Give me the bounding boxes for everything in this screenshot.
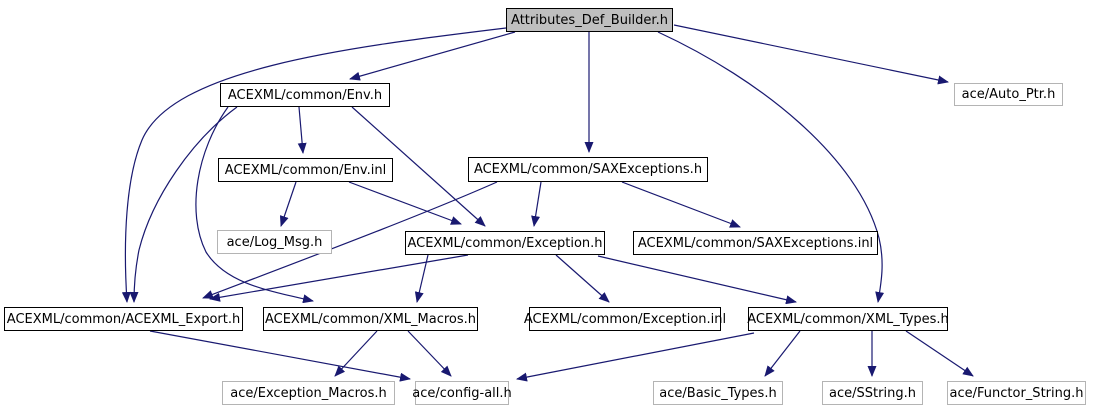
edge-saxexceptions-h-to-exception-h bbox=[531, 181, 542, 227]
node-exception-inl[interactable]: ACEXML/common/Exception.inl bbox=[524, 307, 726, 331]
edge-env-inl-to-exception-h bbox=[348, 181, 462, 225]
node-log-msg-h: ace/Log_Msg.h bbox=[217, 230, 332, 254]
edge-attributes-def-builder-h-to-auto-ptr-h bbox=[673, 24, 949, 85]
node-exception-h[interactable]: ACEXML/common/Exception.h bbox=[405, 231, 605, 255]
edge-env-inl-to-log-msg-h bbox=[279, 181, 297, 227]
edge-env-h-to-exception-h bbox=[351, 106, 486, 227]
edge-saxexceptions-h-to-acexml-export-h bbox=[202, 181, 498, 299]
edge-attributes-def-builder-h-to-env-h bbox=[349, 31, 516, 81]
node-basic-types-h: ace/Basic_Types.h bbox=[653, 381, 783, 405]
edge-exception-h-to-xml-macros-h bbox=[414, 254, 429, 303]
node-saxexceptions-h[interactable]: ACEXML/common/SAXExceptions.h bbox=[468, 157, 708, 182]
edge-attributes-def-builder-h-to-xml-types-h bbox=[657, 31, 885, 303]
edge-xml-macros-h-to-config-all-h bbox=[407, 330, 452, 377]
node-sstring-h: ace/SString.h bbox=[822, 381, 923, 405]
edge-xml-types-h-to-basic-types-h bbox=[764, 330, 801, 377]
edge-env-h-to-env-inl bbox=[297, 106, 307, 154]
node-exception-macros-h: ace/Exception_Macros.h bbox=[222, 381, 395, 405]
edge-xml-types-h-to-config-all-h bbox=[516, 332, 755, 382]
edge-attributes-def-builder-h-to-acexml-export-h bbox=[121, 27, 507, 303]
node-env-inl[interactable]: ACEXML/common/Env.inl bbox=[218, 158, 393, 182]
edge-xml-macros-h-to-exception-macros-h bbox=[334, 330, 378, 377]
node-config-all-h: ace/config-all.h bbox=[412, 381, 512, 405]
node-env-h[interactable]: ACEXML/common/Env.h bbox=[220, 83, 390, 107]
edge-saxexceptions-h-to-saxexceptions-inl bbox=[621, 181, 741, 228]
edge-acexml-export-h-to-config-all-h bbox=[149, 330, 411, 382]
edge-xml-types-h-to-functor-string-h bbox=[905, 330, 974, 377]
node-xml-macros-h[interactable]: ACEXML/common/XML_Macros.h bbox=[263, 307, 478, 331]
edge-exception-h-to-exception-inl bbox=[555, 254, 610, 303]
node-xml-types-h[interactable]: ACEXML/common/XML_Types.h bbox=[747, 307, 949, 331]
node-acexml-export-h[interactable]: ACEXML/common/ACEXML_Export.h bbox=[4, 307, 243, 331]
node-saxexceptions-inl[interactable]: ACEXML/common/SAXExceptions.inl bbox=[633, 231, 878, 255]
node-auto-ptr-h: ace/Auto_Ptr.h bbox=[954, 83, 1063, 106]
edge-exception-h-to-xml-types-h bbox=[597, 255, 797, 305]
edge-env-h-to-xml-macros-h bbox=[195, 106, 314, 304]
edge-env-h-to-acexml-export-h bbox=[129, 106, 238, 303]
node-functor-string-h: ace/Functor_String.h bbox=[947, 381, 1086, 405]
node-attributes-def-builder-h: Attributes_Def_Builder.h bbox=[506, 8, 673, 32]
edge-exception-h-to-acexml-export-h bbox=[209, 254, 469, 302]
